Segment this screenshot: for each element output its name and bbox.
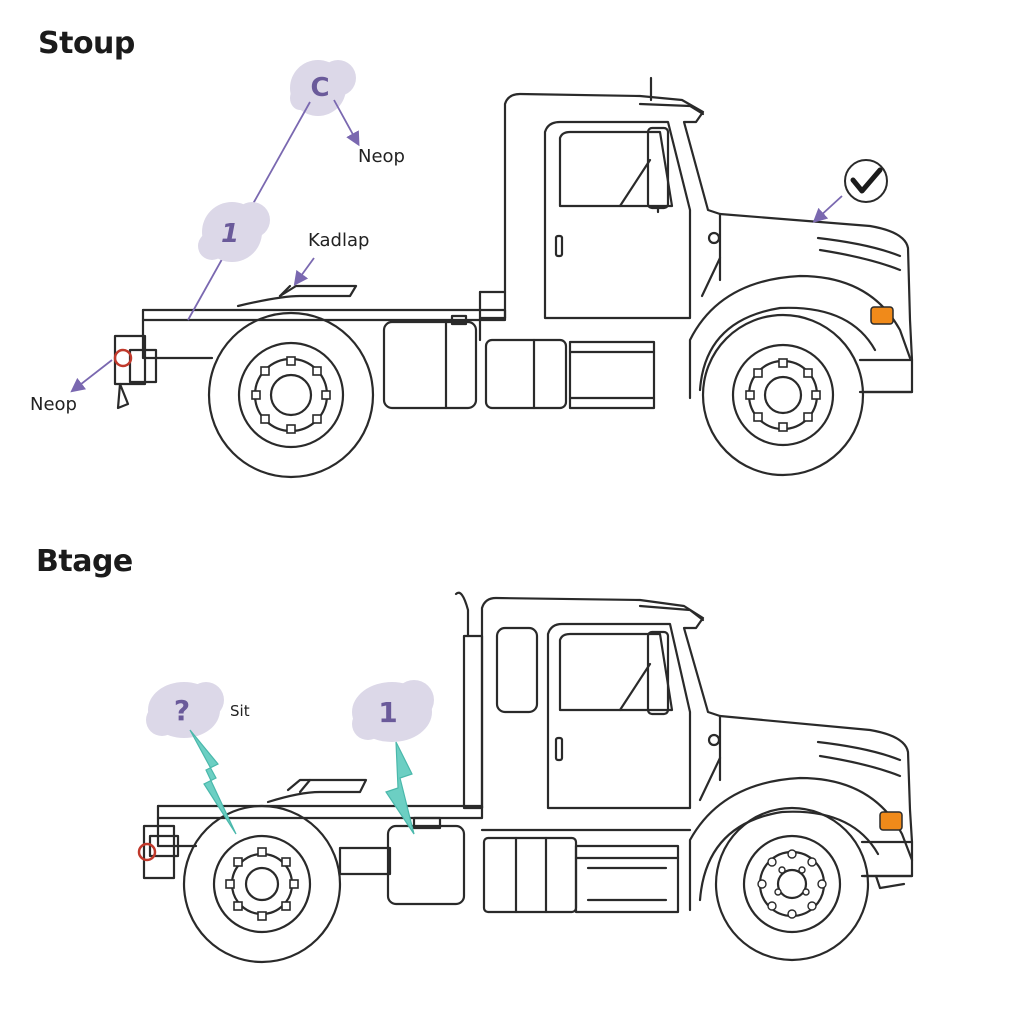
top-truck — [113, 76, 914, 479]
callout-label-neop-top: Neop — [358, 146, 405, 167]
callout-label-sit: Sit — [230, 702, 250, 720]
callout-label-kadlap: Kadlap — [308, 230, 370, 251]
top-panel-title: Stoup — [38, 26, 135, 61]
callout-marker-1-top: 1 — [221, 219, 239, 249]
top-callout-1: 1 — [198, 202, 270, 262]
callout-marker-c: C — [310, 73, 329, 103]
bottom-hitch-highlight — [137, 842, 157, 862]
callout-label-neop-left: Neop — [30, 394, 77, 415]
callout-marker-question: ? — [174, 694, 190, 727]
teal-arrow-right — [385, 741, 415, 835]
callout-marker-1-bottom: 1 — [378, 696, 397, 729]
bottom-panel-title: Btage — [36, 544, 133, 579]
bottom-front-wheel-lugs — [757, 849, 827, 919]
top-callout-c: C — [290, 60, 356, 116]
top-front-wheel-lugs — [745, 358, 821, 432]
top-marker-light — [870, 306, 894, 325]
bottom-callout-1: 1 — [352, 680, 434, 742]
checkmark-icon — [844, 159, 888, 203]
bottom-rear-wheel-lugs — [225, 847, 299, 921]
teal-arrow-left — [189, 729, 237, 835]
bottom-marker-light — [879, 811, 903, 831]
top-rear-wheel-lugs — [251, 356, 331, 434]
bottom-callout-question: ? — [146, 682, 224, 738]
top-hitch-highlight — [113, 348, 133, 368]
bottom-truck — [142, 591, 914, 964]
